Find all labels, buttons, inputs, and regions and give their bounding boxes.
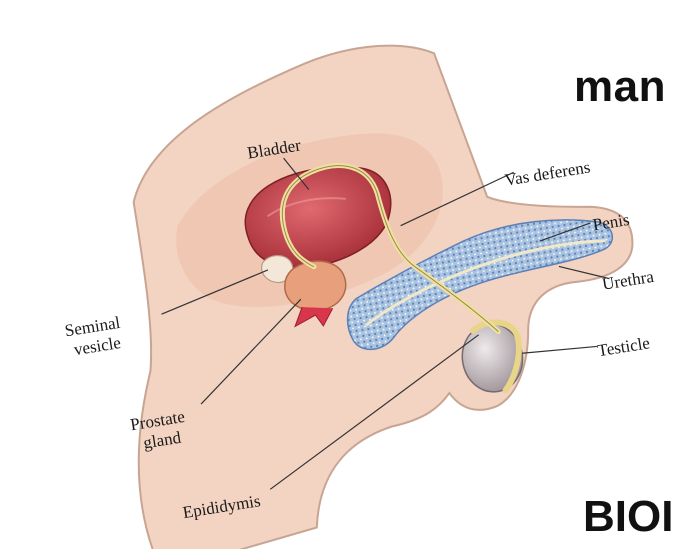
body-silhouette bbox=[77, 11, 673, 549]
label-vas-deferens: Vas deferens bbox=[503, 157, 591, 189]
label-testicle: Testicle bbox=[596, 333, 651, 360]
testicle-leader bbox=[522, 342, 597, 359]
